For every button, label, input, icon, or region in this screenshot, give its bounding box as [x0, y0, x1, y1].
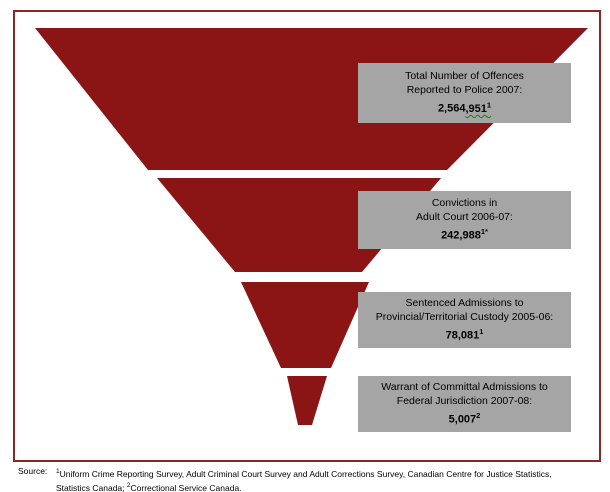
stage-value: 5,0072 — [449, 409, 481, 427]
stage-value: 2,564,9511 — [438, 98, 491, 116]
footnote-marker: 1 — [56, 468, 60, 475]
funnel-segment-4 — [287, 376, 327, 425]
stage-label-line: Warrant of Committal Admissions to — [381, 381, 548, 394]
footnote-marker: 2 — [476, 411, 481, 421]
stage-label-line: Total Number of Offences — [405, 70, 524, 83]
stage-label-box-2: Convictions in Adult Court 2006-07: 242,… — [358, 191, 571, 249]
stage-label-box-4: Warrant of Committal Admissions to Feder… — [358, 376, 571, 432]
footnote-marker: 2 — [126, 481, 131, 489]
source-text-line2b: Correctional Service Canada. — [130, 482, 242, 492]
stage-label-line: Convictions in — [431, 197, 498, 210]
stage-value-number: 2,564 — [437, 102, 466, 115]
source-note: Source: 1Uniform Crime Reporting Survey,… — [18, 466, 603, 492]
source-text-line1: Uniform Crime Reporting Survey, Adult Cr… — [59, 468, 552, 479]
source-text-line2: Statistics Canada; — [56, 482, 127, 492]
stage-value-number: 78,081 — [445, 329, 480, 342]
stage-label-line: Provincial/Territorial Custody 2005-06: — [375, 310, 554, 323]
footnote-marker: 1 — [479, 327, 484, 337]
stage-value: 78,0811 — [446, 325, 484, 343]
stage-label-box-1: Total Number of Offences Reported to Pol… — [358, 63, 571, 123]
source-label: Source: — [18, 466, 48, 476]
stage-label-box-3: Sentenced Admissions to Provincial/Terri… — [358, 292, 571, 348]
stage-label-line: Adult Court 2006-07: — [416, 210, 513, 223]
stage-label-line: Sentenced Admissions to — [405, 297, 524, 310]
funnel-segment-3 — [241, 282, 369, 368]
stage-value-number: 242,988 — [441, 229, 481, 242]
stage-value: 242,9881* — [441, 225, 488, 243]
footnote-marker: 1 — [486, 100, 492, 110]
footnote-marker: 1* — [480, 227, 488, 237]
spellcheck-squiggle-text: ,9511 — [465, 100, 492, 115]
stage-label-line: Federal Jurisdiction 2007-08: — [396, 394, 533, 407]
stage-value-number: 5,007 — [448, 413, 477, 426]
source-text: 1Uniform Crime Reporting Survey, Adult C… — [56, 466, 603, 492]
stage-label-line: Reported to Police 2007: — [406, 83, 523, 96]
